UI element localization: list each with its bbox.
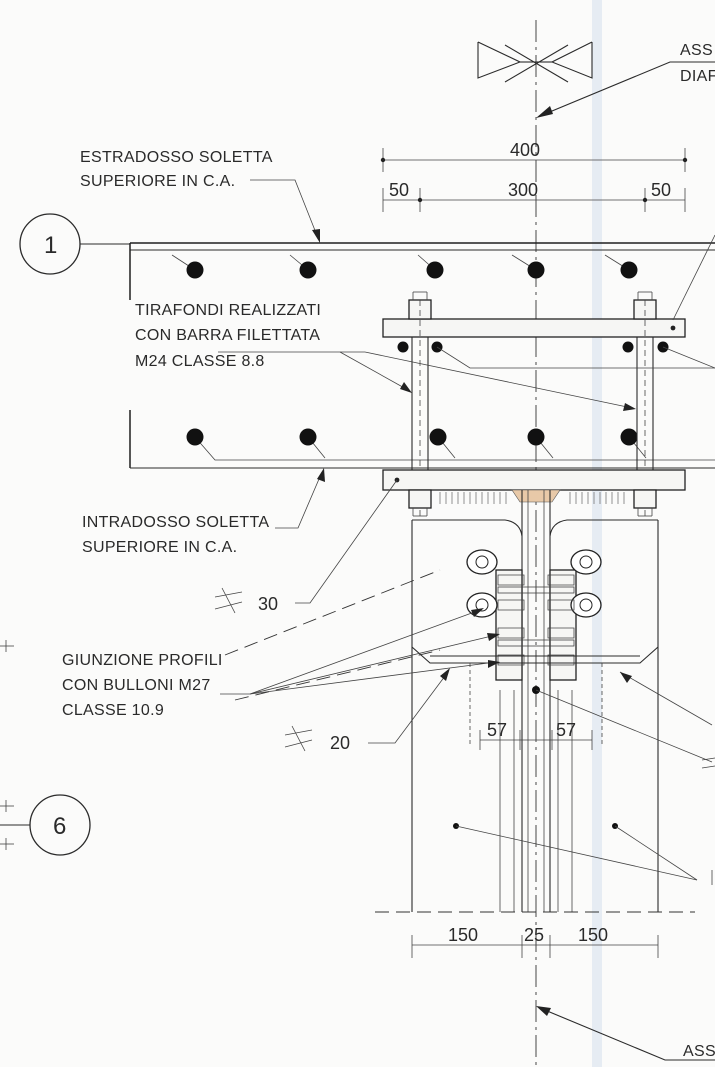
intradosso-leader [275,468,325,529]
scan-fold-shading [592,0,602,1067]
top-axis-leader [536,61,715,118]
thickness-20-leader [284,668,450,752]
section-marker-6 [0,640,91,856]
giunzione-label-line1: GIUNZIONE PROFILI [62,652,223,669]
intradosso-label-line2: SUPERIORE IN C.A. [82,539,237,556]
thickness-30-leader [214,479,398,614]
bottom-rebar-row [186,428,715,461]
section-marker-1-label: 1 [44,232,57,259]
right-plate-leaders [436,234,715,369]
section-cut-symbol [477,41,593,83]
thickness-20-label: 20 [330,733,350,753]
dimension-bolt-offset-left: 57 [487,720,507,740]
tirafondi-label-line3: M24 CLASSE 8.8 [135,353,265,370]
top-rebar-row [171,254,638,279]
dimension-overall-width: 400 [510,140,540,160]
dimension-edge-right: 50 [651,180,671,200]
splice-bolts [466,549,602,681]
dimension-edge-left: 50 [389,180,409,200]
dimension-bolt-spacing: 300 [508,180,538,200]
base-plate [382,469,686,517]
bolt-offset-dimensions [479,730,593,750]
tirafondi-leaders [218,351,636,411]
top-anchor-plate [382,291,686,338]
right-edge-partial-marks [701,757,715,885]
dimension-flange-right: 150 [578,925,608,945]
top-axis-label-line2: DIAF [680,68,715,85]
tirafondi-label-line1: TIRAFONDI REALIZZATI [135,302,321,319]
bottom-axis-label: ASS [683,1043,715,1060]
bottom-axis-leader [536,1006,715,1061]
tirafondi-label-line2: CON BARRA FILETTATA [135,327,320,344]
web-leaders [453,671,713,881]
top-dimension-lines [380,148,688,212]
giunzione-leaders [220,569,500,701]
steel-column-section [375,490,695,913]
section-marker-6-label: 6 [53,813,66,840]
intradosso-label-line1: INTRADOSSO SOLETTA [82,514,269,531]
thickness-30-label: 30 [258,594,278,614]
estradosso-label-line2: SUPERIORE IN C.A. [80,173,235,190]
top-axis-label-line1: ASS [680,42,713,59]
lower-splice-plate [411,646,659,745]
giunzione-label-line3: CLASSE 10.9 [62,702,164,719]
dimension-bolt-offset-right: 57 [556,720,576,740]
dimension-flange-left: 150 [448,925,478,945]
dimension-web: 25 [524,925,544,945]
section-marker-1 [19,213,130,275]
bottom-dimension-lines [411,935,659,958]
giunzione-label-line2: CON BULLONI M27 [62,677,211,694]
estradosso-label-line1: ESTRADOSSO SOLETTA [80,149,273,166]
concrete-slab-outline [129,242,715,469]
estradosso-leader [250,179,320,243]
